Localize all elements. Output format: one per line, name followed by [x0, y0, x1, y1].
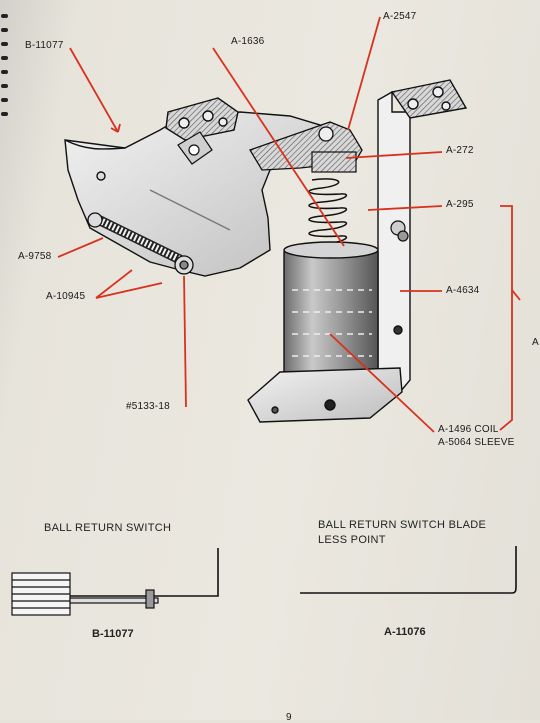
label-a-9758: A-9758: [18, 251, 52, 262]
switch-blade-figure: [300, 546, 517, 594]
label-a-10945: A-10945: [46, 291, 86, 302]
ball-return-switch-figure: [11, 548, 219, 616]
label-a-5064-sleeve: A-5064 SLEEVE: [438, 437, 515, 448]
label-edge-a: A: [532, 337, 539, 348]
label-a-1636: A-1636: [231, 36, 265, 47]
coil: [283, 241, 379, 379]
blade-part-number: A-11076: [384, 626, 426, 638]
switch-part-number: B-11077: [92, 628, 134, 640]
label-a-295: A-295: [446, 199, 474, 210]
page-number: 9: [286, 712, 292, 723]
label-a-2547: A-2547: [383, 11, 417, 22]
switch-title: BALL RETURN SWITCH: [44, 522, 172, 534]
blade-title-line2: LESS POINT: [318, 534, 386, 546]
callout-lines: [57, 16, 521, 433]
label-a-272: A-272: [446, 145, 474, 156]
label-a-1496-coil: A-1496 COIL: [438, 424, 499, 435]
plunger-spring: [308, 178, 348, 245]
label-5133-18: #5133-18: [126, 401, 170, 412]
label-a-4634: A-4634: [446, 285, 480, 296]
spiral-binding: [0, 0, 10, 720]
return-spring: [87, 212, 194, 275]
blade-title-line1: BALL RETURN SWITCH BLADE: [318, 519, 487, 531]
label-b-11077-top: B-11077: [25, 40, 64, 51]
